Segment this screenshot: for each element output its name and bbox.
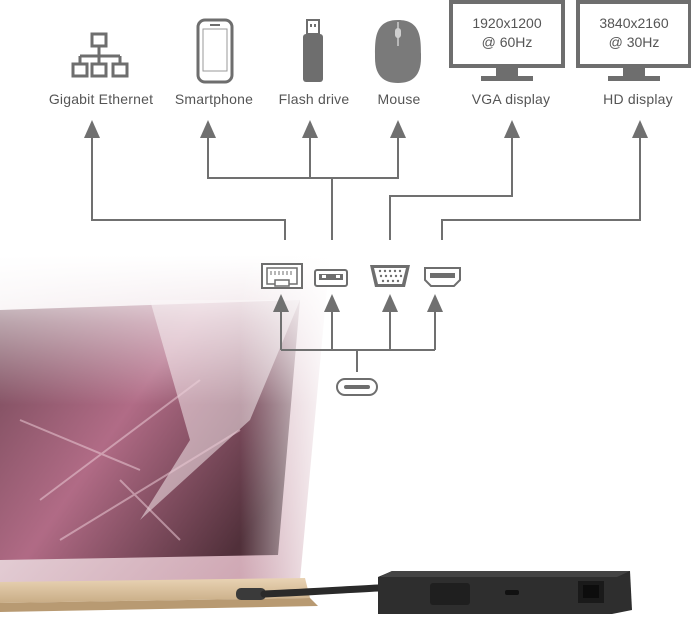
hd-monitor-icon (576, 0, 691, 81)
hd-refresh-rate: @ 30Hz (608, 34, 660, 50)
flash-drive-icon (303, 19, 323, 82)
ethernet-port-icon (261, 263, 303, 289)
usb-c-port-icon (336, 378, 378, 396)
label-flash-drive: Flash drive (278, 91, 350, 107)
hd-resolution: 3840x2160 (599, 15, 669, 31)
label-vga-display: VGA display (471, 91, 551, 107)
mouse-icon (374, 20, 422, 83)
label-smartphone: Smartphone (174, 91, 254, 107)
usb-a-port-icon (314, 269, 348, 287)
hdmi-port-icon (424, 267, 461, 287)
vga-refresh-rate: @ 60Hz (481, 34, 533, 50)
vga-resolution: 1920x1200 (472, 15, 542, 31)
hd-resolution-text: 3840x2160 @ 30Hz (582, 14, 686, 52)
label-mouse: Mouse (377, 91, 421, 107)
usb-c-dock (378, 571, 632, 614)
label-gigabit-ethernet: Gigabit Ethernet (48, 91, 154, 107)
smartphone-icon (196, 18, 234, 84)
connector-lines (84, 120, 648, 372)
vga-resolution-text: 1920x1200 @ 60Hz (455, 14, 559, 52)
vga-monitor-icon (449, 0, 565, 81)
usb-c-cable (236, 584, 382, 600)
laptop-image (0, 255, 340, 612)
vga-port-icon (370, 265, 410, 287)
label-hd-display: HD display (603, 91, 673, 107)
network-icon (71, 32, 129, 78)
